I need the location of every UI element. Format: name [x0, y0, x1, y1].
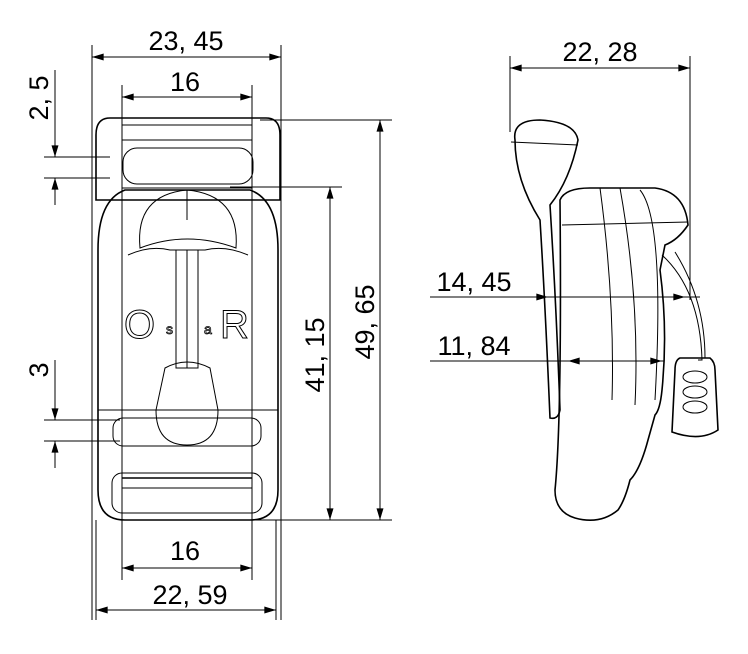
dim-inner-width-bottom: 16 — [170, 536, 200, 566]
front-logo: O — [124, 303, 155, 347]
dim-overall-width-top: 23, 45 — [148, 26, 223, 56]
dim-overall-height: 49, 65 — [350, 284, 380, 359]
dim-overall-width-bottom: 22, 59 — [152, 580, 227, 610]
front-logo-r: R — [220, 303, 249, 347]
front-view: O s a R — [95, 117, 281, 521]
side-view — [510, 119, 719, 521]
dim-slot-height-bottom: 3 — [24, 362, 54, 377]
dim-depth-b: 11, 84 — [437, 331, 510, 361]
front-logo-small2: a — [204, 321, 212, 337]
dim-body-height: 41, 15 — [300, 317, 330, 392]
dim-inner-width-top: 16 — [170, 67, 200, 97]
dim-depth-a: 14, 45 — [436, 267, 511, 297]
side-dimensions: 22, 28 14, 45 11, 84 — [430, 37, 700, 365]
front-logo-small: s — [166, 321, 173, 337]
dim-slot-height-top: 2, 5 — [24, 75, 54, 120]
dim-overall-depth: 22, 28 — [562, 37, 637, 67]
front-dimensions: 23, 45 16 2, 5 3 41, 15 49, 65 16 22, 59 — [24, 26, 392, 620]
